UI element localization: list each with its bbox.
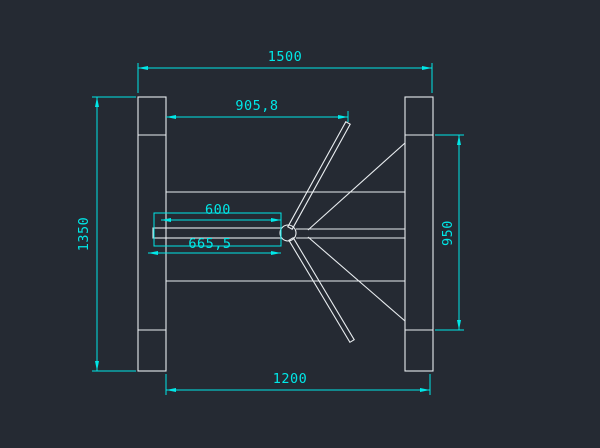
dim-overall-height-label[interactable]: 1350	[76, 217, 92, 252]
bracket-lower-diagonal[interactable]	[307, 236, 406, 322]
dim-arm-reach-label[interactable]: 905,8	[235, 98, 278, 114]
dim-overall-height[interactable]: 1350	[76, 96, 136, 372]
tripod-rotor[interactable]	[152, 121, 355, 344]
turnstile-geometry[interactable]	[137, 96, 434, 372]
right-post[interactable]	[404, 96, 434, 372]
arm-lower-right[interactable]	[288, 236, 355, 344]
left-post[interactable]	[137, 96, 167, 372]
arm-detail-box[interactable]	[153, 212, 282, 247]
dim-inner-width[interactable]: 1200	[165, 371, 431, 395]
dim-overall-width-label[interactable]: 1500	[268, 49, 303, 65]
dim-arm-outer-label[interactable]: 665,5	[188, 236, 231, 252]
right-post-body[interactable]	[404, 96, 434, 372]
arm-upper-right[interactable]	[287, 121, 351, 230]
cabinet-body-lines[interactable]	[166, 191, 405, 282]
dim-arm-detail[interactable]: 600 665,5	[148, 202, 282, 255]
dim-overall-width[interactable]: 1500	[137, 49, 433, 93]
dim-cabinet-height[interactable]: 950	[435, 134, 464, 331]
left-post-body[interactable]	[137, 96, 167, 372]
dim-arm-reach[interactable]: 905,8	[166, 98, 349, 122]
dim-arm-inner-label[interactable]: 600	[205, 202, 231, 218]
rotor-hub[interactable]	[279, 224, 297, 242]
dimensions[interactable]: 1500 905,8 1350 950 1200	[76, 49, 464, 395]
dim-inner-width-label[interactable]: 1200	[273, 371, 308, 387]
bracket-upper-diagonal[interactable]	[307, 142, 406, 231]
dim-cabinet-height-label[interactable]: 950	[440, 220, 456, 246]
rotor-bracket[interactable]	[296, 142, 406, 322]
